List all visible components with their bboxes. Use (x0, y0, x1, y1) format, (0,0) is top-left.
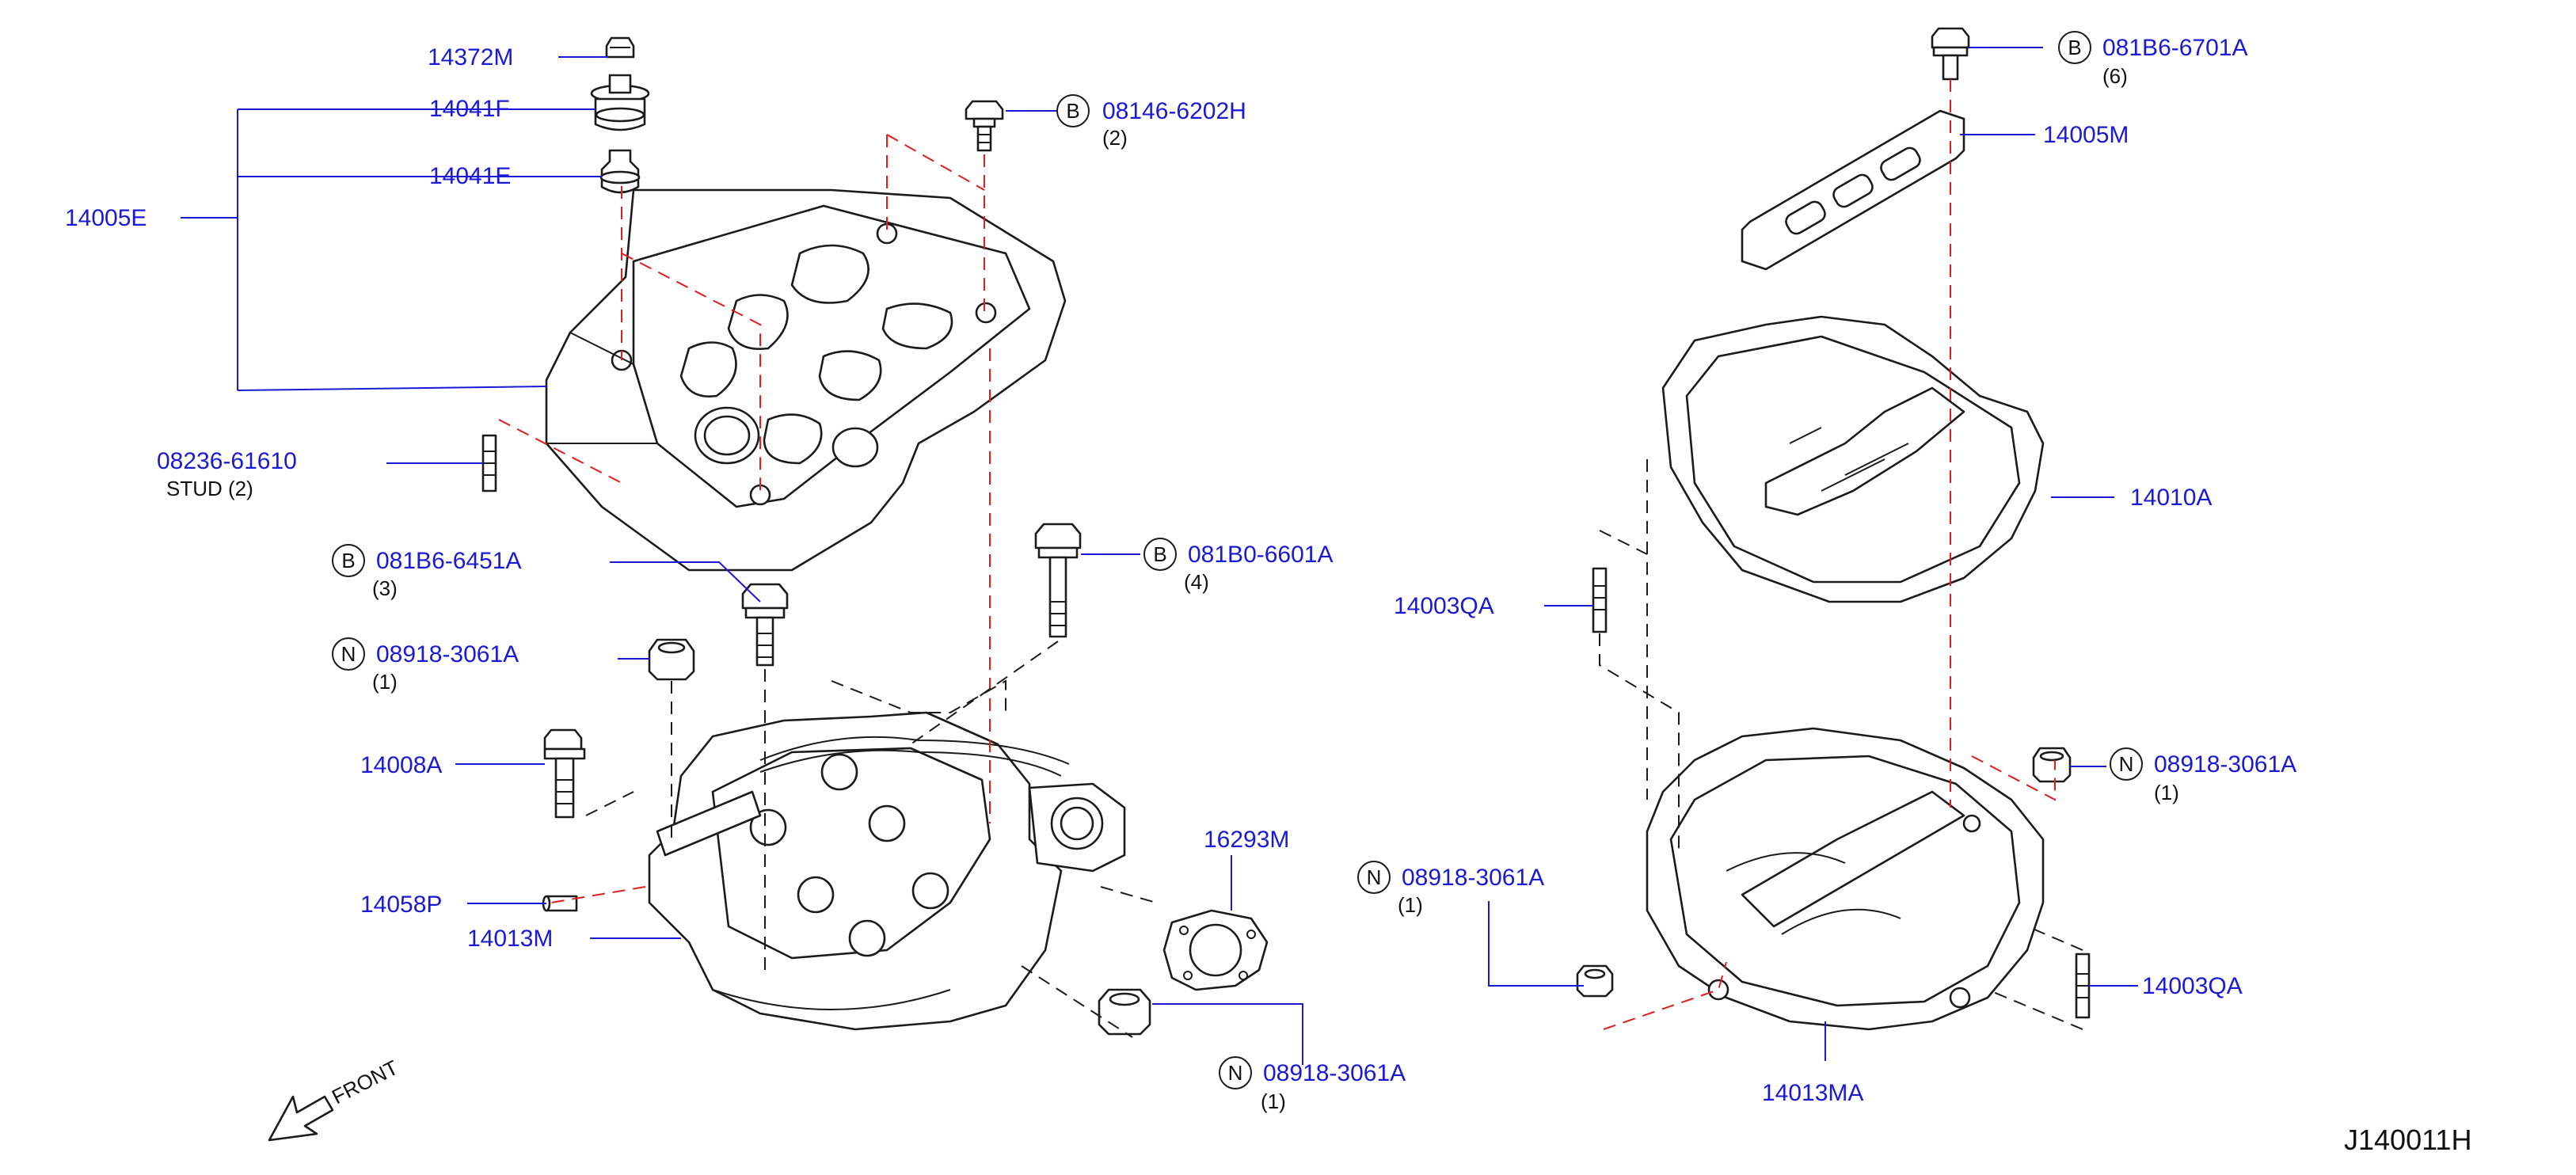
plate-14005M (1741, 109, 1965, 271)
grommet-14041E (599, 149, 641, 194)
symbol-letter: N (1367, 865, 1382, 889)
bolt-symbol-badge (1143, 538, 1177, 571)
label-14013M: 14013M (467, 926, 553, 952)
bolt-081B0-6601A (1034, 523, 1082, 638)
bolt-symbol-badge (332, 544, 365, 577)
qty-081B0-6601A: (4) (1184, 570, 1209, 594)
pin-14058P (542, 895, 578, 912)
label-14008A: 14008A (360, 752, 442, 778)
stud-08236-61610 (481, 434, 497, 492)
engine-cover-14005E (545, 188, 1067, 572)
front-arrow-icon (268, 1095, 334, 1142)
bolt-081B6-6701A (1931, 27, 1970, 81)
label-14013MA: 14013MA (1762, 1080, 1863, 1106)
label-08918-3061A-c: 08918-3061A (2154, 751, 2296, 778)
bolt-08146-6202H (965, 100, 1004, 152)
nut-symbol-badge (1219, 1056, 1252, 1089)
front-label: FRONT (328, 1055, 402, 1108)
label-14372M: 14372M (428, 44, 513, 70)
symbol-letter: B (2068, 36, 2081, 59)
nut-08918-3061A-d (1576, 964, 1614, 998)
bolt-14008A (543, 728, 586, 819)
qty-08918-3061A-b: (1) (1261, 1089, 1286, 1113)
qty-08918-3061A-c: (1) (2154, 781, 2179, 804)
diagram-code: J140011H (2344, 1124, 2471, 1156)
symbol-letter: B (341, 549, 355, 572)
callout-leaders (181, 47, 2138, 1065)
label-14005M: 14005M (2043, 122, 2129, 148)
symbol-letter: B (1066, 99, 1079, 123)
nut-08918-3061A-c (2032, 747, 2072, 783)
nut-symbol-badge (1357, 861, 1391, 894)
qty-081B6-6451A: (3) (372, 576, 398, 600)
label-08918-3061A-b: 08918-3061A (1263, 1060, 1406, 1086)
symbol-letter: N (2119, 752, 2134, 776)
bolt-symbol-badge (2058, 31, 2091, 64)
gasket-14010A (1661, 315, 2045, 603)
bolt-081B6-6451A (741, 583, 789, 667)
symbol-letter: N (1228, 1061, 1243, 1085)
symbol-letter: B (1153, 542, 1166, 566)
nut-symbol-badge (332, 637, 365, 671)
label-08918-3061A-d: 08918-3061A (1402, 865, 1544, 891)
grommet-14041F (590, 74, 650, 131)
stud-14003QA-b (2075, 953, 2091, 1019)
right-dashed-lines (1599, 79, 2083, 1030)
label-14058P: 14058P (360, 892, 442, 918)
qty-08146-6202H: (2) (1102, 126, 1128, 150)
label-14003QA-b: 14003QA (2142, 973, 2243, 999)
stud-14003QA-a (1592, 567, 1608, 633)
label-08146-6202H: 08146-6202H (1102, 98, 1246, 124)
label-14041F: 14041F (429, 96, 510, 122)
label-14003QA-a: 14003QA (1394, 593, 1494, 619)
nut-symbol-badge (2110, 747, 2143, 781)
label-081B6-6451A: 081B6-6451A (376, 548, 522, 574)
label-08918-3061A-a: 08918-3061A (376, 641, 519, 667)
qty-081B6-6701A: (6) (2102, 64, 2128, 88)
qty-08918-3061A-d: (1) (1398, 893, 1423, 917)
callout-labels: 14372M 14041F 14041E 14005E B 08146-6202… (65, 31, 2471, 1156)
label-081B0-6601A: 081B0-6601A (1188, 542, 1334, 568)
label-081B6-6701A: 081B6-6701A (2102, 35, 2248, 61)
intake-collector-14013M (648, 711, 1126, 1031)
stud-note: STUD (2) (166, 477, 253, 500)
gasket-16293M (1162, 909, 1269, 991)
label-16293M: 16293M (1204, 827, 1289, 853)
symbol-letter: N (341, 642, 356, 666)
label-14005E: 14005E (65, 205, 146, 231)
label-14041E: 14041E (429, 163, 511, 189)
nut-08918-3061A-a (648, 638, 695, 681)
label-08236-61610: 08236-61610 (157, 448, 297, 474)
nut-14372M (605, 36, 635, 59)
collector-14013MA (1646, 727, 2045, 1031)
qty-08918-3061A-a: (1) (372, 670, 398, 694)
left-dashed-lines (498, 134, 1157, 1038)
nut-08918-3061A-b (1098, 988, 1151, 1036)
bolt-symbol-badge (1056, 94, 1090, 127)
label-14010A: 14010A (2130, 485, 2212, 511)
